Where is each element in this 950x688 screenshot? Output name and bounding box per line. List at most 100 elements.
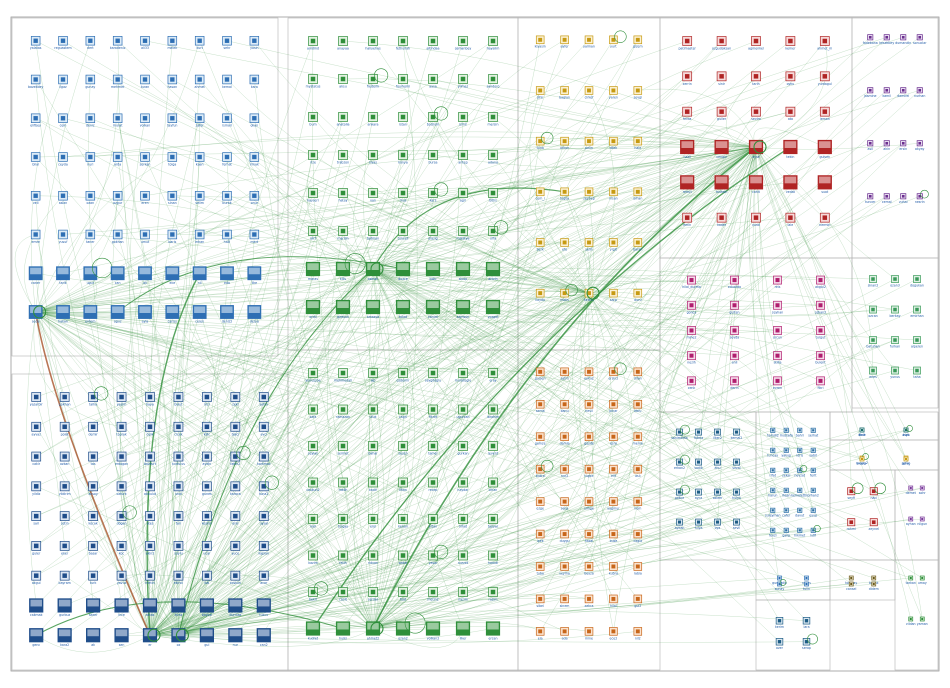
graph-node[interactable]: fuat	[398, 587, 408, 602]
graph-node[interactable]: mehmedali	[334, 368, 352, 383]
graph-node[interactable]: altindaa	[427, 36, 440, 51]
graph-node[interactable]: ferit	[810, 467, 817, 477]
graph-node[interactable]: sarp	[609, 288, 618, 302]
graph-node[interactable]: oral	[230, 511, 241, 526]
graph-node[interactable]: bozkurt	[144, 451, 157, 466]
graph-node[interactable]: orhan2	[808, 487, 819, 497]
graph-node[interactable]: kiraz	[171, 598, 186, 618]
graph-node[interactable]: ankara	[368, 112, 379, 127]
graph-node[interactable]: batman	[367, 226, 379, 241]
graph-node[interactable]: serkan	[140, 152, 151, 167]
graph-node[interactable]: volkan	[140, 113, 151, 128]
graph-node[interactable]: sermet	[337, 441, 349, 456]
graph-node[interactable]: turk	[88, 570, 98, 585]
graph-node[interactable]: yalatas	[30, 36, 42, 50]
graph-node[interactable]: akbulut	[144, 481, 157, 496]
graph-node[interactable]: tuzcu	[256, 598, 271, 618]
graph-node[interactable]: oz	[171, 628, 186, 647]
graph-node[interactable]: cem	[58, 113, 68, 128]
graph-node[interactable]: ertan	[428, 514, 438, 529]
graph-node[interactable]: tas	[88, 451, 98, 466]
graph-node[interactable]: nusret	[458, 550, 469, 565]
graph-node[interactable]: koc	[116, 541, 127, 555]
graph-node[interactable]: harun	[768, 487, 777, 497]
graph-node[interactable]: alperen	[911, 336, 923, 349]
graph-node[interactable]: gozde	[584, 432, 594, 446]
graph-node[interactable]: osmanbey	[455, 36, 472, 51]
graph-node[interactable]: ceren	[192, 305, 207, 324]
graph-node[interactable]: cenk	[687, 376, 696, 390]
graph-node[interactable]: cem_i	[536, 187, 545, 201]
graph-node[interactable]: ipek	[535, 529, 545, 543]
graph-node[interactable]: tugce	[584, 464, 594, 478]
graph-node[interactable]: trabzon	[337, 150, 349, 165]
graph-node[interactable]: turgay	[338, 514, 349, 529]
graph-node[interactable]: sohr	[919, 485, 927, 495]
graph-node[interactable]: aktas	[142, 598, 158, 618]
graph-node[interactable]: van	[368, 188, 378, 203]
graph-node[interactable]: rahmi	[847, 518, 856, 531]
graph-node[interactable]: okyay	[915, 140, 925, 151]
graph-node[interactable]: ilgaz	[58, 74, 68, 89]
graph-node[interactable]: aydin	[202, 451, 212, 466]
graph-node[interactable]: arda	[112, 152, 123, 167]
graph-node[interactable]: ceyda	[58, 152, 68, 167]
graph-node[interactable]: metin	[145, 570, 155, 585]
graph-node[interactable]: jasmine	[863, 87, 877, 98]
graph-node[interactable]: sema	[536, 399, 545, 413]
graph-node[interactable]: lutfi	[810, 527, 816, 537]
graph-node[interactable]: sadik	[694, 458, 703, 470]
graph-node[interactable]: zeki	[230, 392, 241, 407]
graph-node[interactable]: ozge	[535, 497, 545, 511]
graph-node[interactable]: eren	[140, 191, 150, 205]
graph-node[interactable]: galip	[782, 527, 790, 537]
graph-node[interactable]: fatih	[338, 550, 348, 565]
graph-node[interactable]: toprak	[116, 421, 127, 436]
graph-node[interactable]: gul	[199, 628, 214, 647]
graph-node[interactable]: melis	[560, 288, 569, 302]
graph-node[interactable]: ozan3	[890, 275, 900, 288]
graph-node[interactable]: serap	[802, 638, 811, 650]
graph-node[interactable]: tokat	[395, 299, 411, 319]
graph-node[interactable]: keskin	[202, 511, 212, 526]
graph-node[interactable]: berkay	[890, 305, 901, 318]
graph-node[interactable]: remzi	[680, 175, 695, 195]
graph-node[interactable]: nezih	[687, 351, 696, 365]
graph-node[interactable]: agmenkel	[748, 36, 764, 51]
graph-node[interactable]: genc	[29, 628, 44, 647]
graph-node[interactable]: hayalim	[487, 36, 500, 51]
graph-node[interactable]: bulut	[173, 392, 184, 407]
graph-node[interactable]: unal	[173, 481, 184, 496]
graph-node[interactable]: beyza	[584, 562, 594, 576]
graph-node[interactable]: anidmd	[307, 36, 319, 51]
graph-node[interactable]: gokce	[675, 488, 685, 500]
graph-node[interactable]: nail	[308, 514, 318, 529]
graph-node[interactable]: ferda	[682, 106, 693, 121]
graph-node[interactable]: hatay	[338, 188, 348, 203]
graph-node[interactable]: aslı	[633, 464, 643, 478]
graph-node[interactable]: cahit	[748, 175, 764, 195]
graph-node[interactable]: uysal	[258, 511, 269, 526]
graph-node[interactable]: zehra	[585, 594, 594, 608]
graph-node[interactable]: kurtulus	[172, 451, 185, 466]
graph-node[interactable]: kocak	[88, 511, 98, 526]
graph-node[interactable]: patimaster	[679, 36, 697, 51]
graph-node[interactable]: busra	[536, 464, 545, 478]
graph-node[interactable]: guler	[31, 541, 42, 555]
graph-node[interactable]: baran	[633, 238, 642, 252]
graph-node[interactable]: bulent	[815, 351, 826, 365]
graph-node[interactable]: hilal_durma	[682, 275, 701, 289]
graph-node[interactable]: ekinci	[173, 570, 184, 585]
graph-node[interactable]: dumandin	[895, 34, 911, 45]
graph-node[interactable]: celik	[145, 421, 155, 436]
graph-node[interactable]: sihir	[535, 86, 545, 100]
graph-node[interactable]: tuncer	[865, 193, 876, 204]
graph-node[interactable]: kizil	[903, 427, 909, 437]
graph-node[interactable]: ilker	[455, 621, 471, 641]
graph-node[interactable]: derya	[247, 305, 262, 324]
graph-node[interactable]: frederik	[367, 74, 380, 89]
graph-node[interactable]: irem	[633, 497, 643, 511]
graph-node[interactable]: hasan	[168, 74, 178, 89]
graph-node[interactable]: kemal	[222, 74, 232, 89]
graph-node[interactable]: kader	[716, 212, 727, 227]
